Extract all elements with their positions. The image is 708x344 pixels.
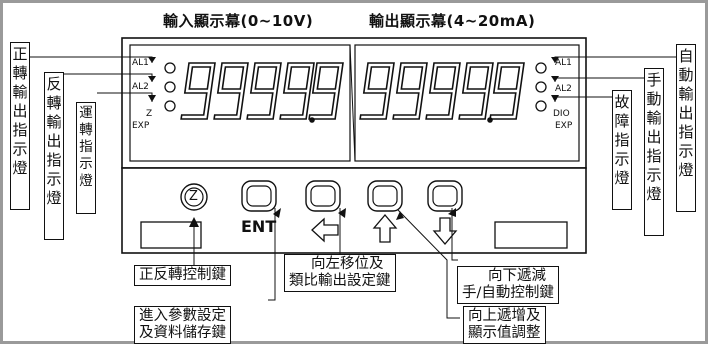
zero-symbol: Z <box>189 189 198 204</box>
zero-button-inner <box>184 187 204 207</box>
label-right-dio: DIO <box>553 109 570 119</box>
ent-label: ENT <box>241 217 277 236</box>
running-indicator-label: 運轉指示燈 <box>76 102 96 214</box>
label-left-al2: AL2 <box>132 82 149 92</box>
left-arrow-icon <box>311 217 339 243</box>
fwd-rev-control-key-label: 正反轉控制鍵 <box>134 265 231 286</box>
manual-output-indicator-label: 手動輸出指示燈 <box>644 68 664 236</box>
led-left-z <box>164 100 176 112</box>
led-right-al1 <box>535 62 547 74</box>
led-right-dio <box>535 100 547 112</box>
led-right-al2 <box>535 81 547 93</box>
right-digits <box>359 62 525 123</box>
arrowhead-down <box>448 208 456 217</box>
display-divider <box>349 44 356 162</box>
led-left-al1 <box>164 62 176 74</box>
arrowhead-ent <box>273 208 281 218</box>
forward-output-indicator-label: 正轉輸出指示燈 <box>10 42 30 210</box>
label-right-exp: EXP <box>555 121 573 131</box>
arrowhead-up <box>396 211 404 220</box>
led-left-al2 <box>164 81 176 93</box>
right-blank-window <box>494 221 568 249</box>
label-right-al2: AL2 <box>555 84 572 94</box>
label-left-al1: AL1 <box>132 58 149 68</box>
reverse-output-indicator-label: 反轉輸出指示燈 <box>44 72 64 240</box>
arrowhead-zero <box>189 217 199 227</box>
left-shift-key-label: 向左移位及 類比輸出設定鍵 <box>284 254 396 292</box>
bottom-leaders <box>193 208 460 319</box>
auto-output-indicator-label: 自動輸出指示燈 <box>676 44 696 212</box>
label-right-al1: AL1 <box>555 58 572 68</box>
label-left-z: Z <box>146 109 153 119</box>
enter-param-key-label: 進入參數設定 及資料儲存鍵 <box>134 306 231 344</box>
up-key-label: 向上遞增及 顯示值調整 <box>463 306 546 344</box>
up-arrow-icon <box>372 213 398 243</box>
arrowhead-left <box>338 208 346 218</box>
fault-indicator-label: 故障指示燈 <box>612 90 632 210</box>
left-display-frame <box>129 44 351 162</box>
left-digits <box>180 62 344 123</box>
label-left-exp: EXP <box>132 121 150 131</box>
keypad-panel <box>121 167 587 254</box>
right-display-frame <box>354 44 580 162</box>
down-arrow-icon <box>432 217 458 246</box>
down-key-label: 向下遞減 手/自動控制鍵 <box>457 266 559 304</box>
left-blank-window <box>140 221 202 249</box>
output-display-title: 輸出顯示幕(4~20mA) <box>369 12 536 30</box>
input-display-title: 輸入顯示幕(0~10V) <box>163 12 314 30</box>
